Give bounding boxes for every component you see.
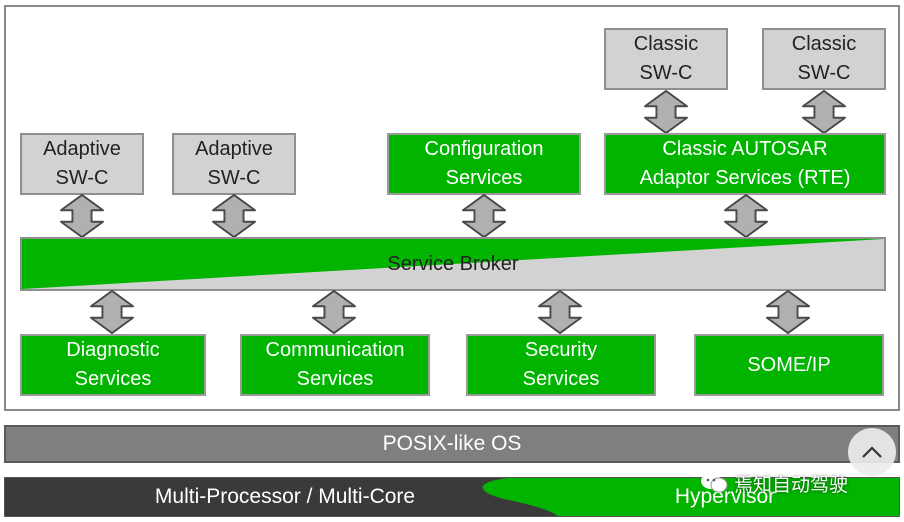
service-broker-label: Service Broker xyxy=(387,252,519,275)
classic-swc-box-2: Classic SW-C xyxy=(762,28,886,90)
security-services-box: Security Services xyxy=(466,334,656,396)
security-services-label: Security Services xyxy=(522,339,600,390)
service-broker-bar xyxy=(20,237,886,291)
multi-processor-label: Multi-Processor / Multi-Core xyxy=(154,485,416,508)
double-arrow-icon xyxy=(58,194,106,238)
some-ip-label: SOME/IP xyxy=(747,353,831,376)
diagnostic-services-label: Diagnostic Services xyxy=(66,339,160,390)
adaptive-swc-label-1: Adaptive SW-C xyxy=(43,138,121,189)
double-arrow-icon xyxy=(88,290,136,334)
posix-os-label: POSIX-like OS xyxy=(382,432,522,455)
double-arrow-icon xyxy=(764,290,812,334)
hypervisor-label: Hypervisor xyxy=(674,485,776,508)
classic-adaptor-services-box: Classic AUTOSAR Adaptor Services (RTE) xyxy=(604,133,886,195)
watermark: 焉知自动驾驶 xyxy=(700,470,880,496)
double-arrow-icon xyxy=(310,290,358,334)
diagnostic-services-box: Diagnostic Services xyxy=(20,334,206,396)
double-arrow-icon xyxy=(642,90,690,134)
watermark-text: 焉知自动驾驶 xyxy=(734,473,849,496)
double-arrow-icon xyxy=(536,290,584,334)
classic-swc-label-1: Classic SW-C xyxy=(633,33,699,84)
chevron-up-icon xyxy=(862,446,882,458)
some-ip-box: SOME/IP xyxy=(694,334,884,396)
wechat-icon xyxy=(701,473,728,493)
classic-swc-box-1: Classic SW-C xyxy=(604,28,728,90)
classic-swc-label-2: Classic SW-C xyxy=(791,33,857,84)
posix-os-bar: POSIX-like OS xyxy=(4,425,900,463)
configuration-services-box: Configuration Services xyxy=(387,133,581,195)
adaptive-swc-box-1: Adaptive SW-C xyxy=(20,133,144,195)
configuration-services-label: Configuration Services xyxy=(424,138,544,189)
communication-services-box: Communication Services xyxy=(240,334,430,396)
double-arrow-icon xyxy=(210,194,258,238)
double-arrow-icon xyxy=(800,90,848,134)
communication-services-label: Communication Services xyxy=(265,339,405,390)
hardware-bar xyxy=(4,477,900,517)
double-arrow-icon xyxy=(722,194,770,238)
adaptive-swc-box-2: Adaptive SW-C xyxy=(172,133,296,195)
classic-adaptor-services-label: Classic AUTOSAR Adaptor Services (RTE) xyxy=(639,138,851,189)
scroll-top-button[interactable] xyxy=(848,428,896,476)
adaptive-swc-label-2: Adaptive SW-C xyxy=(195,138,273,189)
double-arrow-icon xyxy=(460,194,508,238)
